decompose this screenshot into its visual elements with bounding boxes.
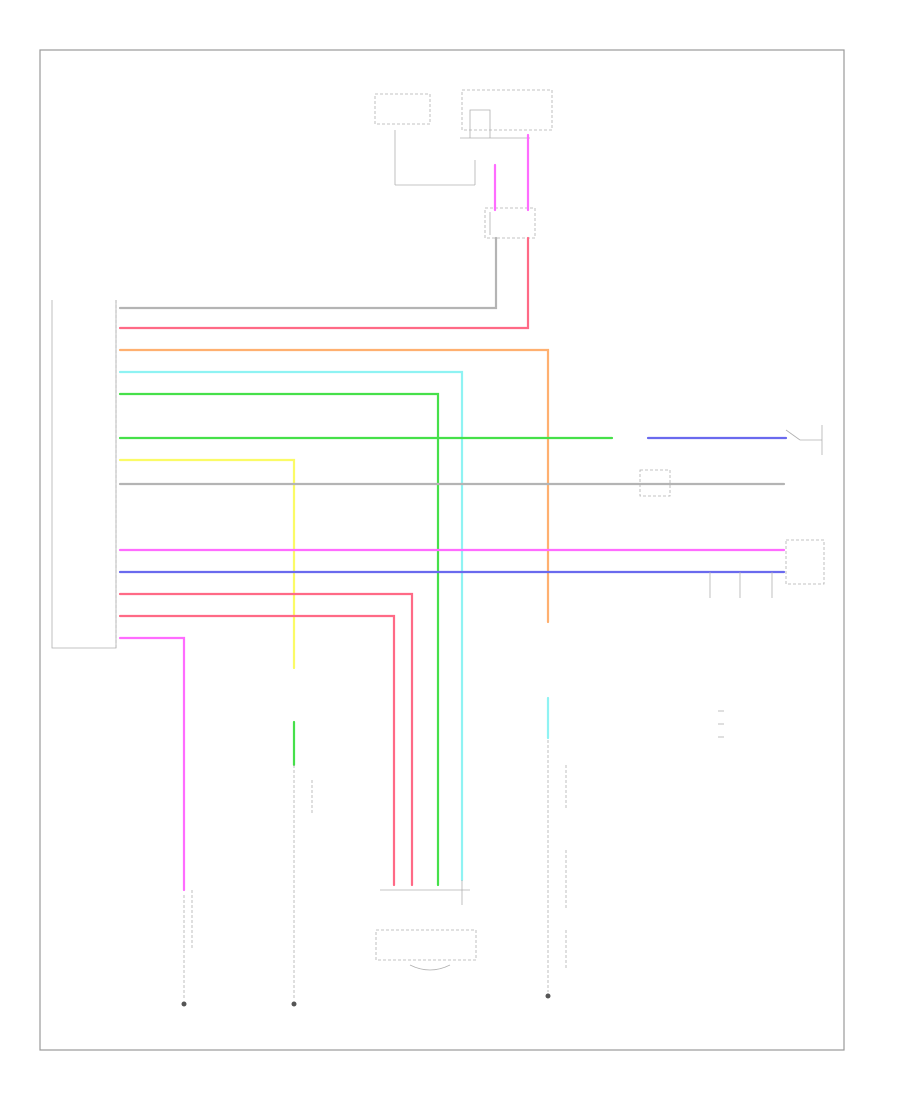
top-relay-block [484,207,536,239]
transmission-ecu [375,880,477,971]
top-junction-right [460,89,553,139]
drop-mid [291,765,297,1007]
wire-red-2 [118,592,414,887]
legend [718,710,724,738]
wire-cyan [118,370,464,882]
wire-green-1 [118,392,440,887]
right-switch [785,425,823,455]
top-junction-left [374,93,476,186]
drop-left [181,895,187,1007]
diagram-frame [39,49,845,1051]
drop-right [545,740,551,999]
wire-gray-1 [118,236,498,310]
instrument-panel-block [51,300,117,649]
component-brackets [191,765,567,970]
wire-yellow [118,458,296,670]
right-connector-group [639,469,825,598]
wire-orange [118,348,550,624]
wire-red-3 [118,614,396,887]
wire-pink-left [118,636,186,892]
wire-red-1 [118,236,530,330]
